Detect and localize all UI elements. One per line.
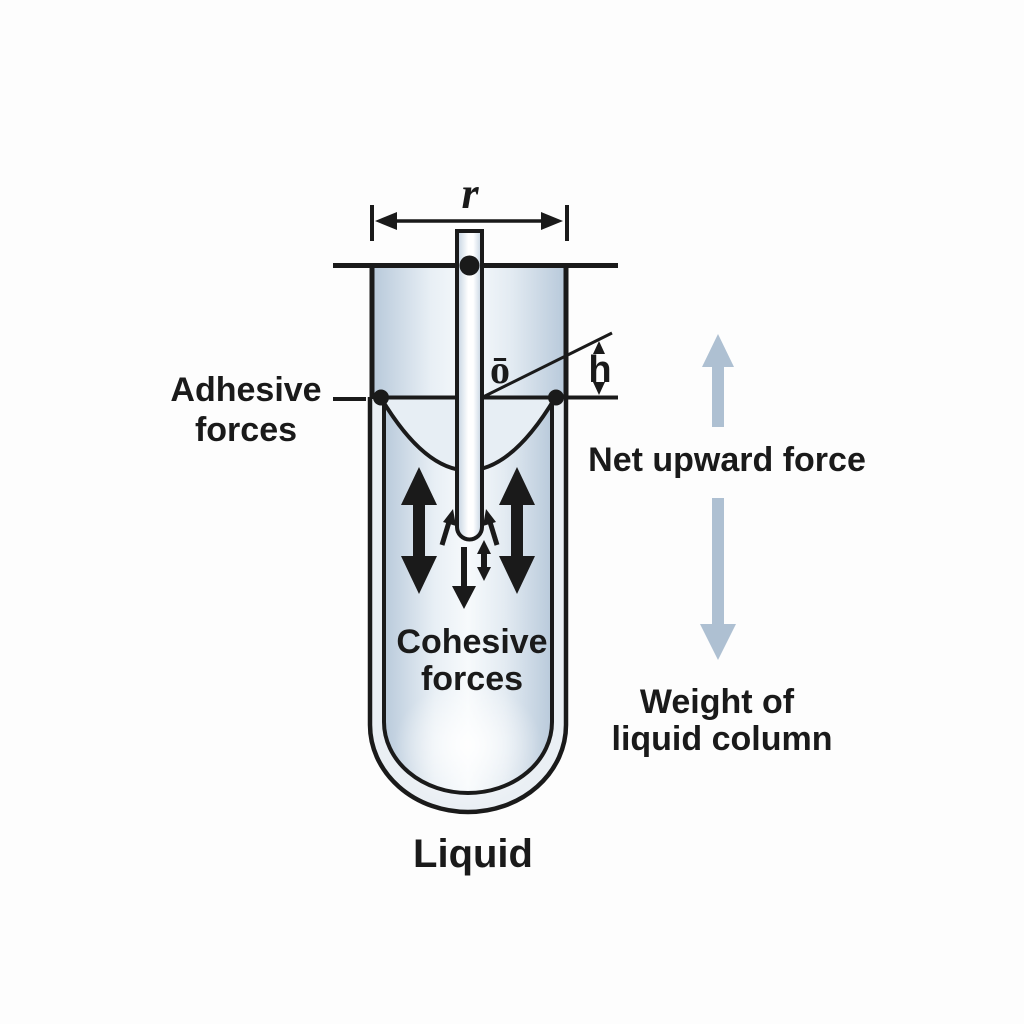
tube-outer-wall-outline: [367, 397, 569, 815]
weight-down-arrow-icon: [700, 498, 736, 660]
left-small-arrow-icon: [439, 509, 456, 546]
cohesive-forces-label-line1: Cohesive: [396, 623, 547, 661]
h-label: h: [588, 349, 611, 391]
capillary-tube-body: [455, 229, 484, 542]
liquid-label: Liquid: [413, 832, 533, 876]
h-up-arrowhead-icon: [593, 341, 605, 354]
capillary-tube: [455, 229, 484, 542]
center-down-arrow-icon: [452, 547, 476, 609]
theta-label: ō: [490, 347, 510, 392]
left-contact-dot: [373, 389, 389, 406]
capillary-surface-dot: [459, 255, 480, 276]
height-dimension: h: [588, 341, 612, 395]
net-upward-force-arrow-icon: [702, 334, 734, 427]
radius-dimension: r: [370, 169, 569, 241]
net-upward-force-label: Net upward force: [588, 441, 866, 479]
liquid-highlight: [394, 683, 542, 807]
adhesive-forces-label-line2: forces: [195, 411, 297, 449]
left-double-arrow-icon: [401, 467, 437, 594]
weight-label-line2: liquid column: [612, 720, 833, 758]
r-right-arrowhead-icon: [541, 212, 563, 230]
h-down-arrowhead-icon: [593, 382, 605, 395]
right-double-arrow-icon: [499, 467, 535, 594]
right-contact-dot: [548, 389, 564, 406]
tube-inner-wall-outline: [382, 397, 554, 795]
cohesive-force-arrows: [401, 467, 535, 609]
small-double-arrow-icon: [477, 540, 491, 581]
weight-label-line1: Weight of: [640, 683, 795, 721]
contact-angle-line: [482, 331, 613, 399]
r-left-arrowhead-icon: [375, 212, 397, 230]
r-label: r: [461, 169, 479, 218]
cohesive-forces-label-line2: forces: [421, 660, 523, 698]
right-small-arrow-icon: [483, 509, 500, 546]
adhesive-forces-label-line1: Adhesive: [170, 371, 321, 409]
text-labels: Adhesive forces Net upward force Cohesiv…: [170, 371, 865, 876]
